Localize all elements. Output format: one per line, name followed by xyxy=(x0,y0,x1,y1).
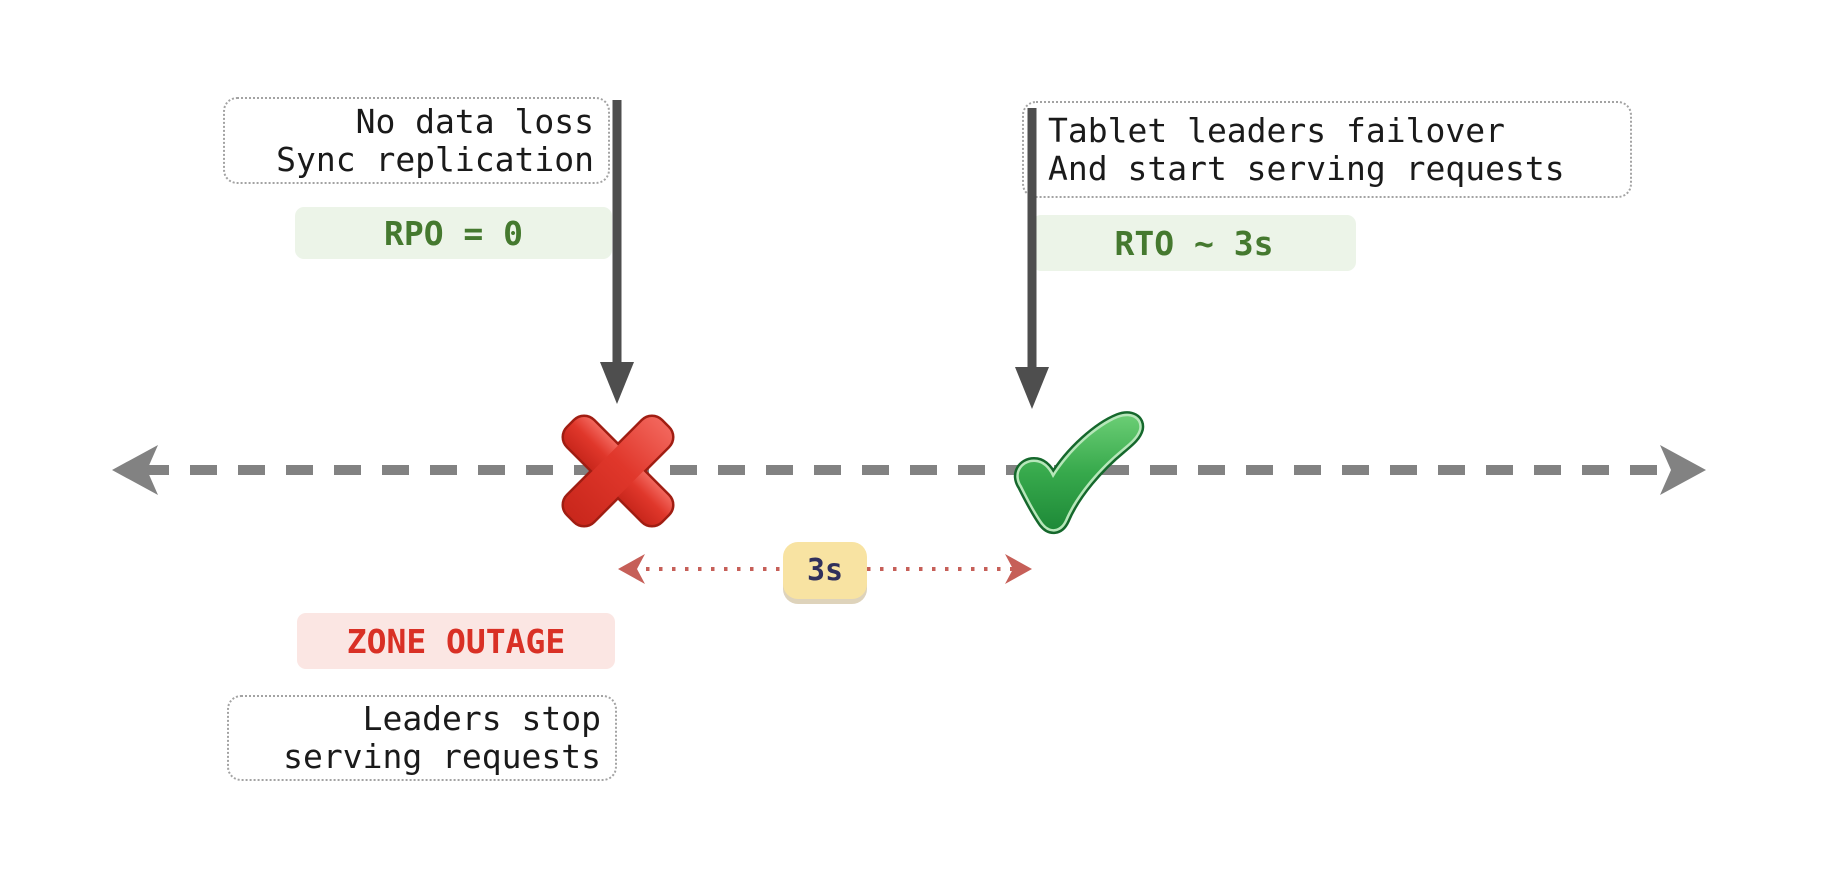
timeline-right-arrowhead-icon xyxy=(1660,445,1706,495)
leaders-note-line2: serving requests xyxy=(283,737,601,776)
duration-badge: 3s xyxy=(783,542,867,599)
timeline-left-arrowhead-icon xyxy=(112,445,158,495)
measure-right-arrowhead-icon xyxy=(1005,554,1032,584)
outage-note-line2: Sync replication xyxy=(276,139,594,179)
rpo-badge: RPO = 0 xyxy=(295,207,612,259)
recovery-pointer-arrowhead-icon xyxy=(1015,367,1049,409)
rto-badge: RTO ~ 3s xyxy=(1032,215,1356,271)
outage-note-line1: No data loss xyxy=(355,101,594,141)
rto-badge-label: RTO ~ 3s xyxy=(1114,223,1274,263)
outage-note-box: No data loss Sync replication xyxy=(223,97,610,184)
zone-outage-badge-label: ZONE OUTAGE xyxy=(346,621,566,661)
recovery-note-line2: And start serving requests xyxy=(1048,148,1565,188)
leaders-note-box: Leaders stop serving requests xyxy=(227,695,617,781)
outage-pointer-arrowhead-icon xyxy=(600,362,634,404)
measure-left-arrowhead-icon xyxy=(618,554,645,584)
recovery-note-line1: Tablet leaders failover xyxy=(1048,110,1505,150)
zone-outage-badge: ZONE OUTAGE xyxy=(297,613,615,669)
cross-mark-icon xyxy=(561,414,675,528)
leaders-note-line1: Leaders stop xyxy=(362,699,601,738)
recovery-note-box: Tablet leaders failover And start servin… xyxy=(1022,101,1632,198)
rpo-badge-label: RPO = 0 xyxy=(383,213,524,253)
check-mark-icon xyxy=(1013,411,1145,534)
timeline-axis xyxy=(112,445,1706,495)
duration-badge-label: 3s xyxy=(806,553,844,588)
